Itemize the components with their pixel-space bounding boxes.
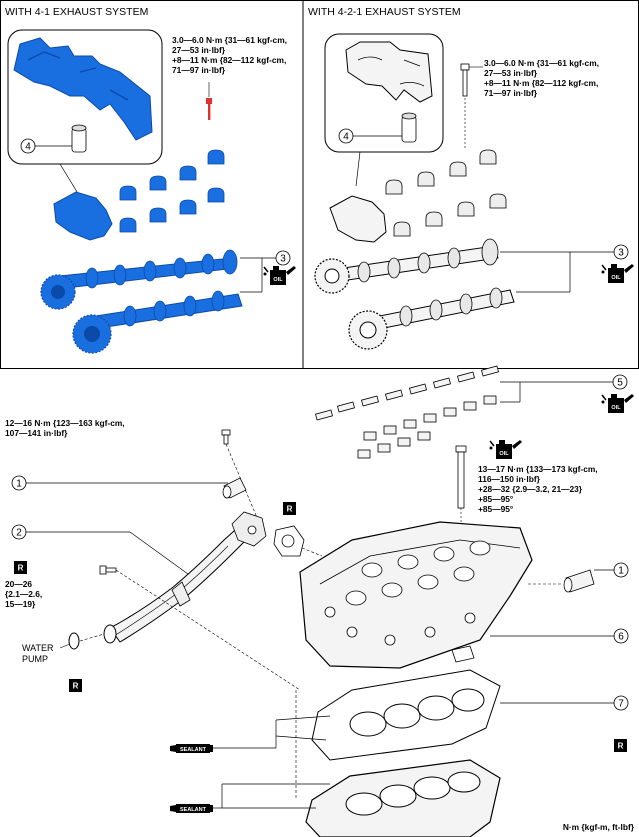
callout-1-left: 1 (11, 475, 228, 491)
replace-badge-pump-bolt: R (14, 561, 27, 574)
svg-text:116—150 in·lbf}: 116—150 in·lbf} (478, 474, 541, 484)
callout-3-right: 3 (500, 244, 629, 293)
cylinder-head-gasket (311, 669, 501, 761)
svg-text:7: 7 (618, 699, 624, 710)
hose-left (222, 477, 247, 499)
callout-4-right: 4 (338, 128, 402, 187)
replace-badge-gasket-7: R (614, 739, 627, 752)
callout-3-left: 3 (240, 250, 291, 293)
pump-bolt-torque: 20—26 {2.1—2.6, 15—19} (5, 579, 42, 609)
svg-text:WATER: WATER (22, 643, 54, 653)
left-camshafts (40, 249, 243, 354)
svg-text:R: R (18, 564, 24, 573)
right-detail-inset (324, 33, 444, 153)
replace-badge-gasket: R (283, 502, 296, 515)
head-bolt-torque: 13—17 N·m {133—173 kgf-cm, 116—150 in·lb… (478, 464, 598, 514)
svg-text:+28—32 {2.9—3.2, 21—23}: +28—32 {2.9—3.2, 21—23} (478, 484, 583, 494)
panels-frame (0, 0, 639, 369)
callout-2: 2 (11, 524, 189, 575)
right-panel-title: WITH 4-2-1 EXHAUST SYSTEM (308, 6, 461, 18)
pump-bolt (99, 565, 301, 691)
callout-1-right: 1 (594, 562, 629, 578)
svg-text:R: R (618, 742, 624, 751)
left-panel-title: WITH 4-1 EXHAUST SYSTEM (5, 6, 148, 18)
svg-text:3.0—6.0 N·m {31—61 kgf-cm,: 3.0—6.0 N·m {31—61 kgf-cm, (172, 35, 287, 45)
water-pump-o-ring (68, 632, 105, 650)
svg-text:OIL: OIL (611, 405, 621, 411)
svg-text:3.0—6.0 N·m {31—61 kgf-cm,: 3.0—6.0 N·m {31—61 kgf-cm, (484, 58, 599, 68)
right-torque-spec: 3.0—6.0 N·m {31—61 kgf-cm, 27—53 in·lbf}… (484, 58, 599, 98)
svg-text:1: 1 (618, 566, 624, 577)
right-bolt (460, 63, 483, 150)
svg-text:+8—11 N·m {82—112 kgf-cm,: +8—11 N·m {82—112 kgf-cm, (172, 55, 286, 65)
units-label: N·m {kgf-m, ft-lbf} (563, 822, 635, 832)
svg-text:3: 3 (280, 254, 286, 265)
callout-5: 5 (500, 374, 628, 403)
svg-text:27—53 in·lbf}: 27—53 in·lbf} (172, 45, 226, 55)
right-camshafts (314, 238, 515, 350)
svg-text:SEALANT: SEALANT (180, 807, 207, 813)
svg-text:+85—95°: +85—95° (478, 494, 513, 504)
oil-badge-head-bolt: OIL (488, 439, 523, 460)
svg-text:OIL: OIL (499, 451, 509, 457)
svg-text:1: 1 (16, 479, 22, 490)
svg-text:{2.1—2.6,: {2.1—2.6, (5, 589, 42, 599)
svg-text:R: R (73, 682, 79, 691)
svg-text:71—97 in·lbf}: 71—97 in·lbf} (484, 88, 538, 98)
svg-text:PUMP: PUMP (22, 654, 48, 664)
svg-text:71—97 in·lbf}: 71—97 in·lbf} (172, 65, 226, 75)
svg-text:OIL: OIL (611, 275, 621, 281)
svg-text:12—16 N·m {123—163 kgf-cm,: 12—16 N·m {123—163 kgf-cm, (5, 418, 125, 428)
cylinder-block (305, 759, 501, 837)
svg-text:20—26: 20—26 (5, 579, 32, 589)
svg-text:5: 5 (617, 378, 623, 389)
svg-text:15—19}: 15—19} (5, 599, 36, 609)
svg-text:3: 3 (618, 248, 624, 259)
left-torque-spec: 3.0—6.0 N·m {31—61 kgf-cm, 27—53 in·lbf}… (172, 35, 287, 75)
svg-text:4: 4 (343, 132, 349, 143)
left-detail-inset (7, 29, 163, 165)
water-pipe (103, 511, 267, 644)
left-bolt-red (206, 82, 212, 120)
cylinder-head (299, 521, 533, 669)
svg-text:13—17 N·m {133—173 kgf-cm,: 13—17 N·m {133—173 kgf-cm, (478, 464, 598, 474)
svg-text:6: 6 (618, 632, 624, 643)
svg-text:+85—95°: +85—95° (478, 504, 513, 514)
hydraulic-lash-adjusters (315, 365, 499, 459)
svg-text:+8—11 N·m {82—112 kgf-cm,: +8—11 N·m {82—112 kgf-cm, (484, 78, 598, 88)
right-bearing-caps (329, 149, 507, 243)
svg-text:R: R (287, 505, 293, 514)
svg-text:SEALANT: SEALANT (180, 747, 207, 753)
svg-text:27—53 in·lbf}: 27—53 in·lbf} (484, 68, 538, 78)
oil-badge-5: OIL (600, 393, 635, 414)
callout-7: 7 (500, 695, 629, 711)
svg-text:OIL: OIL (273, 277, 283, 283)
replace-badge-o-ring: R (69, 679, 82, 692)
hose-right (528, 569, 595, 593)
oil-badge-left: OIL (262, 265, 297, 286)
sealant-badge-upper: SEALANT (170, 715, 331, 753)
svg-text:107—141 in·lbf}: 107—141 in·lbf} (5, 428, 68, 438)
pipe-flange-gasket (273, 525, 323, 557)
water-pump-label: WATER PUMP (22, 643, 71, 664)
pipe-bolt (221, 429, 259, 521)
svg-text:2: 2 (16, 528, 22, 539)
sealant-badge-lower: SEALANT (170, 783, 330, 813)
pipe-bolt-torque: 12—16 N·m {123—163 kgf-cm, 107—141 in·lb… (5, 418, 125, 438)
oil-badge-right: OIL (600, 263, 635, 284)
left-bearing-caps (53, 149, 225, 241)
cylinder-head-bolt (455, 445, 467, 528)
svg-text:4: 4 (25, 142, 31, 153)
callout-6: 6 (490, 628, 629, 644)
